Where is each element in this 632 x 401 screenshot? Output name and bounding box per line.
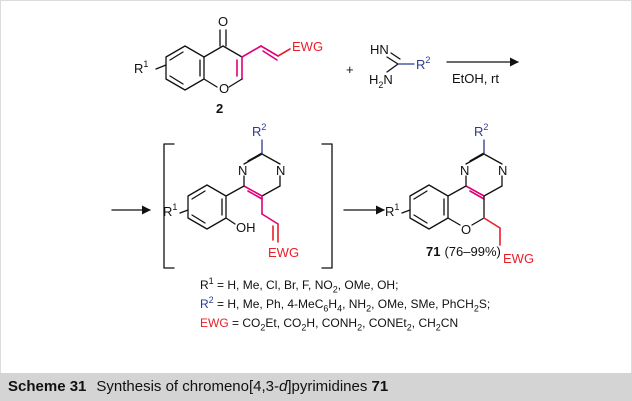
- product-71-number: 71(76–99%): [426, 244, 501, 259]
- substituent-legend: R1 = H, Me, Cl, Br, F, NO2, OMe, OH; R2 …: [200, 276, 620, 333]
- product-ewg-label: EWG: [503, 251, 534, 266]
- carbonyl-o-label: O: [218, 14, 228, 29]
- legend-r1-symbol: R1: [200, 276, 214, 293]
- scheme-frame: [0, 0, 632, 374]
- legend-ewg-symbol: EWG: [200, 316, 229, 330]
- ring-o-label: O: [219, 81, 229, 96]
- bracket-left: [163, 143, 175, 269]
- bracket-right: [321, 143, 333, 269]
- conditions-label: EtOH, rt: [452, 71, 499, 86]
- intermediate-n-left: N: [238, 163, 247, 178]
- product-71-structure: [401, 139, 503, 246]
- reaction-scheme: O O R1 EWG 2 + HN H2N R2 EtOH, rt: [111, 14, 534, 269]
- compound-2-number: 2: [216, 101, 223, 116]
- plus-sign: +: [346, 62, 354, 77]
- caption-compound-number: 71: [371, 378, 389, 395]
- product-n-right: N: [498, 163, 507, 178]
- legend-r2-symbol: R2: [200, 295, 214, 312]
- amidine-r2-label: R2: [416, 55, 430, 72]
- legend-r2-line: R2 = H, Me, Ph, 4-MeC6H4, NH2, OMe, SMe,…: [200, 295, 491, 314]
- amidine-structure: [386, 52, 415, 73]
- intermediate-r2-label: R2: [252, 122, 266, 139]
- intermediate-ewg-label: EWG: [268, 245, 299, 260]
- legend-r1-line: R1 = H, Me, Cl, Br, F, NO2, OMe, OH;: [200, 276, 399, 295]
- product-n-left: N: [460, 163, 469, 178]
- product-r1-label: R1: [385, 202, 399, 219]
- intermediate-n-right: N: [276, 163, 285, 178]
- amidine-hn-label: HN: [370, 42, 389, 57]
- product-r2-label: R2: [474, 122, 488, 139]
- legend-ewg-line: EWG = CO2Et, CO2H, CONH2, CONEt2, CH2CN: [200, 316, 459, 333]
- intermediate-structure: [179, 139, 281, 243]
- ewg-label-top: EWG: [292, 39, 323, 54]
- amidine-h2n-label: H2N: [369, 72, 393, 90]
- product-ring-o-label: O: [461, 222, 471, 237]
- r1-label: R1: [134, 59, 148, 76]
- intermediate-oh-label: OH: [236, 220, 256, 235]
- intermediate-r1-label: R1: [163, 202, 177, 219]
- caption-label: Scheme 31: [8, 378, 87, 395]
- chromone-2-structure: [155, 29, 291, 91]
